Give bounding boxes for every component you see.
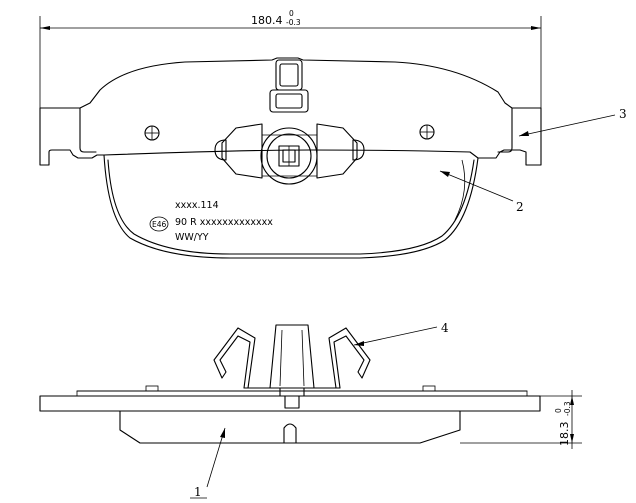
right-hole — [419, 124, 435, 140]
side-view — [39, 324, 541, 444]
marking-line2: 90 R xxxxxxxxxxxxx — [175, 217, 273, 228]
friction-material-outline — [103, 154, 479, 259]
side-backing-plate — [39, 395, 541, 412]
width-value: 180.4 — [251, 14, 283, 27]
callout-3: 3 — [518, 107, 627, 137]
callout-4-label: 4 — [441, 321, 449, 335]
spring-right-wing — [328, 327, 371, 389]
e-mark-text: E46 — [152, 220, 167, 229]
marking-line1: xxxx.114 — [175, 200, 219, 211]
marking-line3: WW/YY — [175, 232, 209, 243]
left-shoulder-line — [79, 107, 97, 153]
callout-1: 1 — [190, 427, 226, 499]
thickness-dimension: 18.3 0 -0.3 — [460, 390, 582, 449]
callout-2-label: 2 — [516, 200, 524, 214]
thickness-value: 18.3 — [558, 422, 571, 447]
callout-1-label: 1 — [194, 485, 202, 499]
left-hole — [144, 125, 160, 141]
callout-2: 2 — [439, 170, 524, 214]
width-upper-tolerance: 0 — [289, 9, 294, 18]
width-lower-tolerance: -0.3 — [286, 18, 301, 27]
callout-4: 4 — [353, 321, 449, 346]
friction-material-inner — [107, 159, 475, 255]
thickness-upper-tolerance: 0 — [554, 408, 563, 413]
e-mark-circle — [149, 216, 169, 232]
callout-3-label: 3 — [619, 107, 627, 121]
backing-plate-outline — [39, 57, 542, 166]
wear-edge-line — [454, 159, 466, 221]
pad-marking: xxxx.114 E46 90 R xxxxxxxxxxxxx WW/YY — [149, 200, 273, 243]
width-dimension: 180.4 0 -0.3 — [39, 9, 542, 108]
spring-body — [269, 324, 315, 389]
right-shoulder-line — [497, 107, 513, 153]
side-friction-material — [119, 410, 461, 444]
top-center-clip — [214, 59, 365, 185]
thickness-lower-tolerance: -0.3 — [563, 401, 572, 416]
spring-left-wing — [213, 327, 256, 389]
